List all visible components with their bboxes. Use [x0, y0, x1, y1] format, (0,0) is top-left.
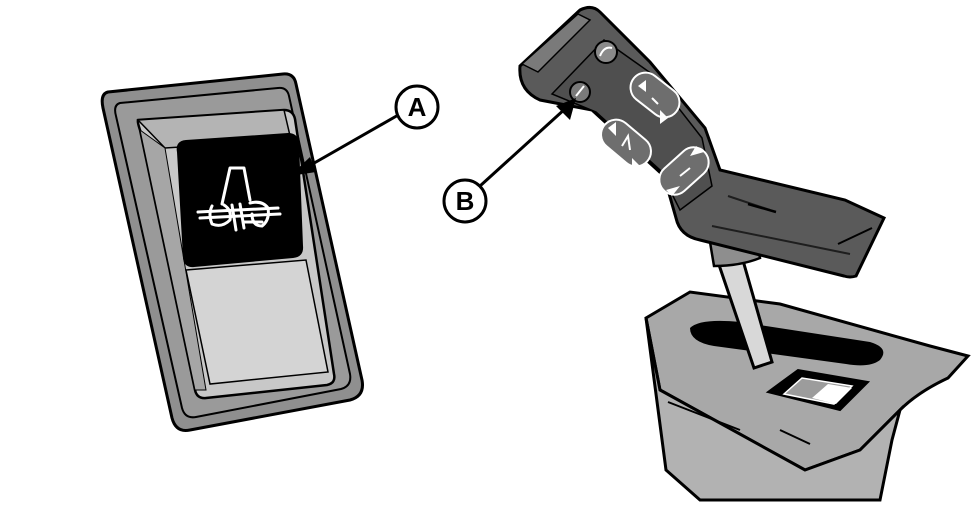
handle-oval-button-3[interactable]	[653, 141, 715, 201]
console-switch-light	[812, 384, 852, 404]
armrest-console	[644, 290, 971, 502]
handle-ridge	[837, 227, 873, 245]
handle-button-b[interactable]	[569, 81, 591, 103]
rocker-switch-lower-pad	[185, 259, 329, 385]
arrow-up-icon	[690, 146, 704, 156]
rocker-switch	[100, 72, 364, 432]
diff-lock-icon	[599, 46, 613, 57]
handle-oval-button-2[interactable]	[595, 114, 657, 173]
arrow-up-icon	[638, 80, 646, 92]
rocker-switch-window	[176, 132, 304, 268]
callout-a-arrowhead	[290, 157, 316, 176]
callout-b-label: B	[456, 186, 475, 216]
console-contour-line	[779, 429, 811, 445]
control-lever-handle	[518, 5, 887, 279]
callout-a-circle	[394, 84, 440, 130]
callout-b-leader	[478, 106, 568, 188]
callout-a: A	[290, 84, 440, 176]
console-front-face	[644, 317, 903, 502]
hitch-icon	[621, 133, 631, 151]
callout-b: B	[442, 98, 576, 224]
arrow-up-icon	[608, 122, 616, 136]
rocker-switch-side	[139, 128, 207, 391]
hitch-icon	[679, 167, 691, 177]
handle-ridge	[747, 202, 777, 214]
hitch-icon	[651, 97, 659, 105]
hitch-icon	[575, 85, 585, 97]
arrow-down-icon	[666, 186, 680, 196]
tractor-hitch-icon	[196, 166, 282, 232]
callout-b-arrowhead	[556, 98, 576, 120]
arrow-down-icon	[660, 110, 668, 124]
console-lever-slot	[690, 320, 884, 366]
callout-a-label: A	[408, 92, 427, 122]
handle-top-cap	[520, 13, 592, 73]
callout-b-circle	[442, 178, 488, 224]
console-contour-line	[667, 401, 741, 431]
handle-ridge	[711, 225, 851, 255]
handle-top-button[interactable]	[594, 40, 618, 64]
arrow-down-icon	[632, 158, 640, 172]
callout-a-leader	[301, 112, 401, 172]
handle-oval-button-1[interactable]	[624, 67, 685, 124]
